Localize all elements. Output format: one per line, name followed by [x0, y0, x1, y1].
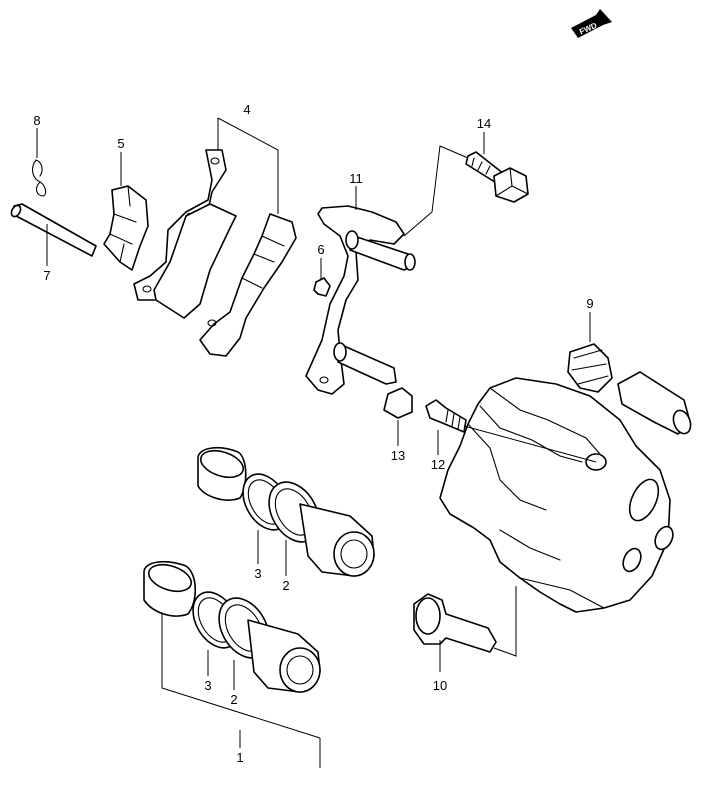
callout-11: 11 — [349, 171, 363, 186]
callout-1: 1 — [236, 750, 243, 765]
boot-part — [567, 343, 613, 393]
piston-lower-group — [143, 560, 321, 693]
r-clip-part — [31, 159, 47, 197]
callout-8: 8 — [33, 113, 40, 128]
caliper-body-part — [439, 371, 692, 613]
clip-part — [313, 277, 331, 297]
callout-7: 7 — [43, 268, 50, 283]
piston-upper-group — [197, 446, 375, 577]
callout-4: 4 — [243, 102, 250, 117]
brake-pad-inner — [199, 213, 297, 357]
pad-pin-part — [10, 203, 97, 257]
callout-9: 9 — [586, 296, 593, 311]
callout-6: 6 — [317, 242, 324, 257]
callout-3-lower: 3 — [204, 678, 211, 693]
pad-spring-part — [103, 185, 149, 271]
bleeder-screw-part — [425, 399, 467, 433]
caliper-bracket-part — [305, 205, 416, 395]
slide-pin-part — [413, 586, 517, 657]
callout-10: 10 — [433, 678, 447, 693]
brake-pad-outer — [133, 149, 237, 319]
callout-3-upper: 3 — [254, 566, 261, 581]
cap-part — [383, 387, 413, 419]
callouts: 1 2 2 3 3 4 5 6 7 8 9 10 11 12 13 14 — [33, 102, 593, 765]
fwd-arrow-icon: FWD — [571, 9, 612, 38]
callout-2-upper: 2 — [282, 578, 289, 593]
callout-2-lower: 2 — [230, 692, 237, 707]
callout-13: 13 — [391, 448, 405, 463]
callout-14: 14 — [477, 116, 491, 131]
callout-12: 12 — [431, 457, 445, 472]
callout-5: 5 — [117, 136, 124, 151]
bolt-part — [465, 151, 529, 203]
